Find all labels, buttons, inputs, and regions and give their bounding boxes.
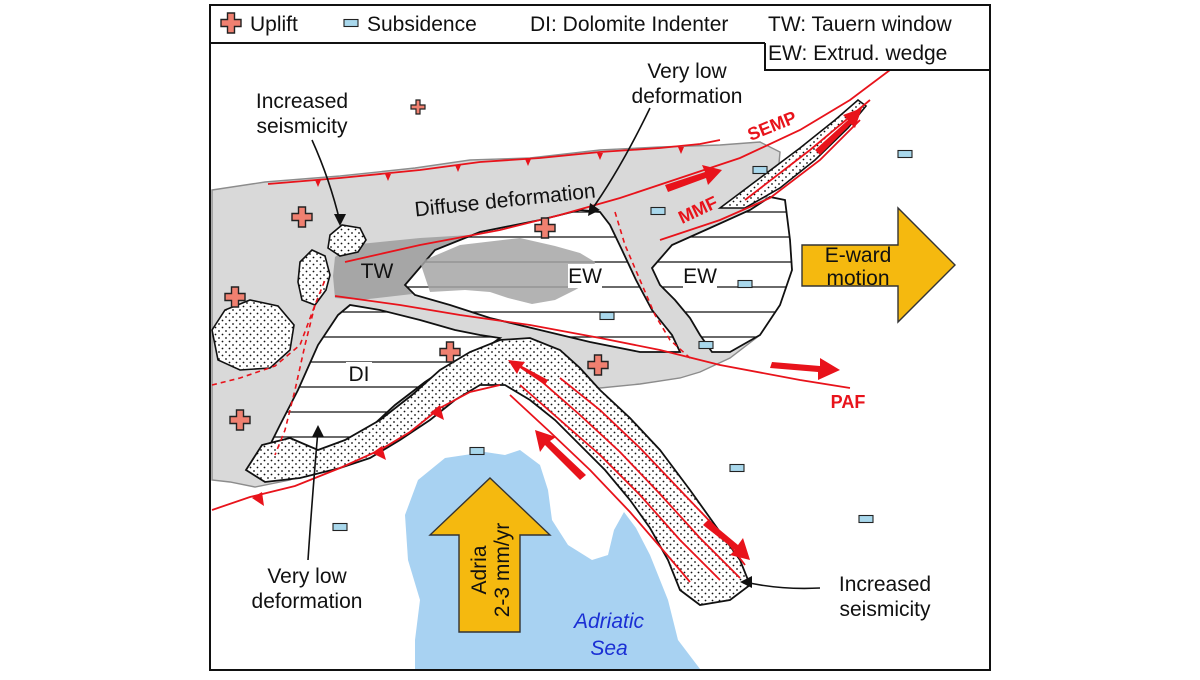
subsidence-icon (599, 311, 615, 321)
legend-ew: EW: Extrud. wedge (768, 42, 947, 65)
subsidence-icon (752, 165, 768, 175)
subsidence-icon (650, 206, 666, 216)
fault-label-paf: PAF (831, 392, 866, 412)
subsidence-icon (729, 463, 745, 473)
legend-subsidence: Subsidence (367, 13, 477, 36)
subsidence-icon (332, 522, 348, 532)
extruded-wedge-east (650, 196, 793, 353)
seismicity-belt-main (244, 337, 752, 606)
eward-motion-line1: E-ward (825, 244, 892, 267)
adria-line1: Adria (468, 545, 491, 594)
very-low-deformation-s-line1: Very low (267, 565, 347, 588)
di-label: DI (349, 363, 370, 386)
eward-motion-arrow (801, 206, 956, 324)
fault-lines (211, 69, 891, 583)
subsidence-icon (897, 149, 913, 159)
legend-uplift: Uplift (250, 13, 298, 36)
seismicity-blob-1 (327, 224, 367, 257)
subsidence-icon (698, 340, 714, 350)
subsidence-icon (737, 279, 753, 289)
seismicity-blob-semp (717, 98, 868, 209)
ew-label-east: EW (683, 265, 717, 288)
adria-line2: 2-3 mm/yr (491, 523, 514, 618)
ew-label-central: EW (568, 265, 602, 288)
legend-tw: TW: Tauern window (768, 13, 952, 36)
tauern-window-overlap (420, 238, 595, 304)
increased-seismicity-se-line1: Increased (839, 573, 931, 596)
fault-motion-arrows (508, 108, 862, 560)
legend-di: DI: Dolomite Indenter (530, 13, 728, 36)
very-low-deformation-s-line2: deformation (252, 590, 363, 613)
thrust-teeth (252, 147, 684, 506)
very-low-deformation-n-line2: deformation (632, 85, 743, 108)
very-low-deformation-n-line1: Very low (647, 60, 727, 83)
fault-dashed (211, 211, 691, 456)
adriatic-sea-line1: Adriatic (572, 610, 645, 633)
increased-seismicity-nw-line2: seismicity (256, 115, 348, 138)
adria-arrow-text: Adria 2-3 mm/yr (468, 523, 514, 618)
increased-seismicity-nw-line1: Increased (256, 90, 348, 113)
seismicity-blob-2 (297, 249, 331, 306)
increased-seismicity-se-line2: seismicity (839, 598, 931, 621)
tw-label-bg (360, 257, 394, 283)
tw-label: TW (361, 260, 394, 283)
subsidence-legend-icon (343, 18, 359, 28)
leader-arrowheads (312, 203, 752, 588)
eward-motion-line2: motion (826, 267, 889, 290)
subsidence-icon (469, 446, 485, 456)
adriatic-sea-line2: Sea (590, 637, 627, 660)
adria-motion-arrow (428, 477, 552, 633)
legend: Uplift Subsidence DI: Dolomite Indenter … (210, 12, 990, 71)
subsidence-icon (858, 514, 874, 524)
